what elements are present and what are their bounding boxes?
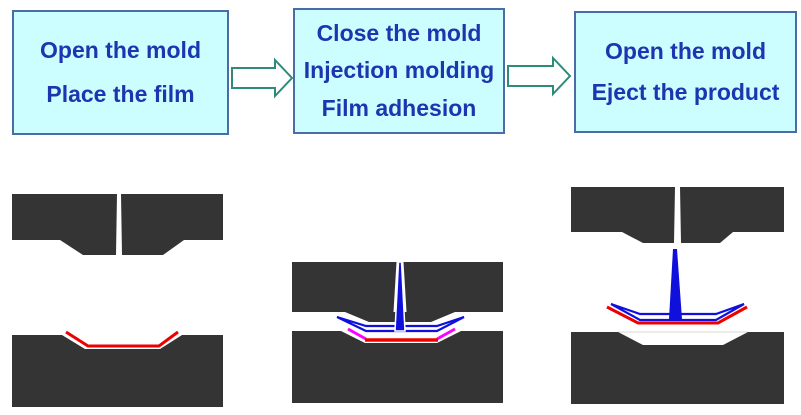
stage1-open-mold-place-film [12, 194, 223, 407]
flow-step-close-inject: Close the mold Injection molding Film ad… [293, 8, 505, 134]
step-line: Open the mold [605, 37, 766, 64]
film-red-on-product [606, 305, 748, 325]
step-line: Injection molding [303, 57, 495, 84]
mold-top-left-half [12, 194, 117, 255]
step-line: Open the mold [40, 37, 201, 64]
step-line: Place the film [46, 80, 195, 107]
sprue-plastic [394, 261, 406, 332]
flow-arrow-icon [231, 57, 294, 99]
film-red [65, 330, 179, 348]
mold-top-left-half [571, 187, 675, 243]
film-heated-right [436, 327, 456, 341]
step-line: Close the mold [316, 20, 482, 47]
flow-step-open-eject: Open the mold Eject the product [574, 11, 797, 133]
mold-top-right-half [680, 187, 784, 243]
mold-top-right-half [121, 194, 223, 255]
stage3-open-eject-product [571, 187, 784, 404]
sprue-plastic [669, 249, 682, 319]
mold-bottom-cavity [12, 335, 223, 407]
step-line: Film adhesion [321, 94, 477, 121]
mold-bottom-cavity [571, 332, 784, 404]
mold-bottom-cavity [292, 331, 503, 403]
stage2-closed-injection [292, 261, 503, 403]
molded-part [336, 315, 465, 333]
flow-step-open-place: Open the mold Place the film [12, 10, 229, 135]
mold-top-right-half [403, 262, 503, 312]
arrow-right-icon [507, 55, 572, 97]
film-heated-left [347, 327, 367, 341]
ejected-product [610, 302, 745, 322]
mold-top-left-half [292, 262, 397, 312]
arrow-right-icon [231, 57, 294, 99]
flow-arrow-icon [507, 55, 572, 97]
step-line: Eject the product [591, 79, 780, 105]
